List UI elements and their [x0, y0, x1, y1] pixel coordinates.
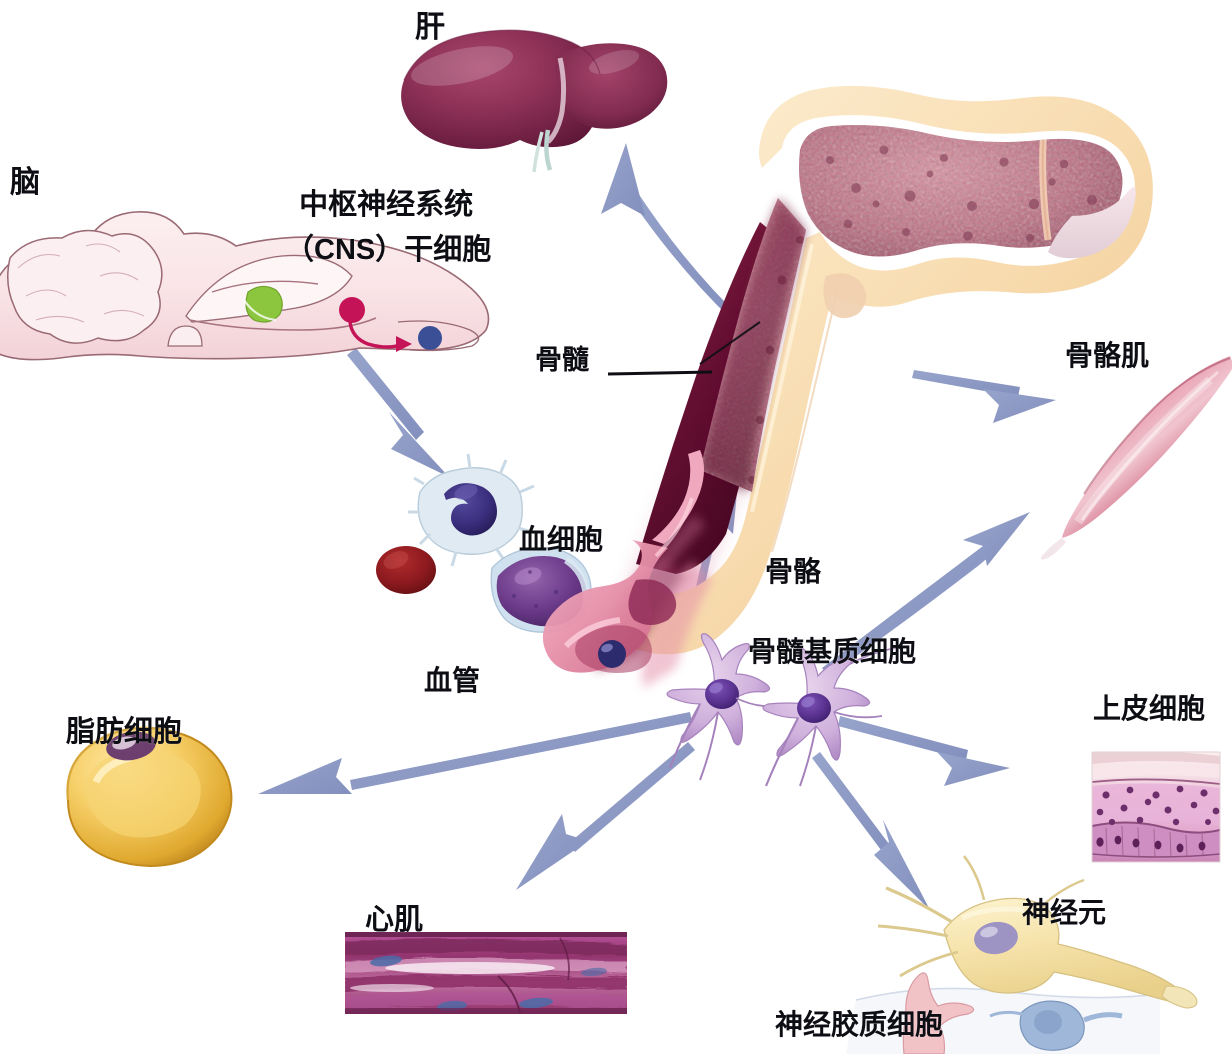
blood-vessel-illustration — [542, 450, 704, 673]
bone-marrow-leader-line — [607, 321, 761, 376]
cardiac-muscle-illustration — [345, 932, 627, 1014]
brain-illustration — [0, 211, 490, 361]
label-neuron: 神经元 — [1022, 897, 1107, 928]
label-bone: 骨骼 — [765, 556, 822, 587]
arrow-stromal-to-cardiac — [516, 742, 695, 890]
cns-line-2: （CNS）干细胞 — [285, 234, 492, 267]
label-skeletal-muscle: 骨骼肌 — [1065, 340, 1150, 371]
arrow-stromal-to-skeletal — [822, 512, 1030, 676]
label-cns-stem-cells: 中枢神经系统 （CNS）干细胞 — [281, 188, 491, 269]
skeletal-muscle-illustration — [1040, 356, 1232, 560]
label-blood-vessel: 血管 — [424, 665, 481, 696]
arrow-stromal-to-epithelial — [838, 716, 1010, 786]
label-liver: 肝 — [415, 11, 445, 44]
stromal-cells-illustration — [666, 633, 897, 787]
neuron-illustration — [877, 855, 1198, 1009]
label-stromal-cells: 骨髓基质细胞 — [748, 636, 917, 667]
cns-line-1: 中枢神经系统 — [299, 189, 474, 221]
liver-illustration — [401, 29, 668, 173]
label-epithelial-cells: 上皮细胞 — [1093, 693, 1206, 724]
fat-cell-illustration — [66, 726, 233, 868]
label-glial-cells: 神经胶质细胞 — [775, 1009, 944, 1040]
arrow-stromal-to-neuron — [812, 752, 930, 910]
glial-cells-illustration — [846, 972, 1161, 1054]
label-cardiac-muscle: 心肌 — [365, 904, 424, 936]
label-bone-marrow: 骨髓 — [535, 345, 589, 375]
label-brain: 脑 — [10, 166, 40, 199]
epithelial-illustration — [1091, 751, 1221, 863]
arrow-stromal-to-fat — [258, 712, 692, 794]
label-fat-cell: 脂肪细胞 — [66, 716, 183, 748]
bone-illustration — [595, 85, 1153, 688]
arrow-group — [258, 143, 1056, 910]
arrow-brain-to-blood-cells — [347, 348, 449, 477]
arrow-marrow-to-liver — [601, 143, 745, 322]
arrow-marrow-to-skeletal — [912, 370, 1056, 423]
label-blood-cells: 血细胞 — [519, 524, 604, 555]
